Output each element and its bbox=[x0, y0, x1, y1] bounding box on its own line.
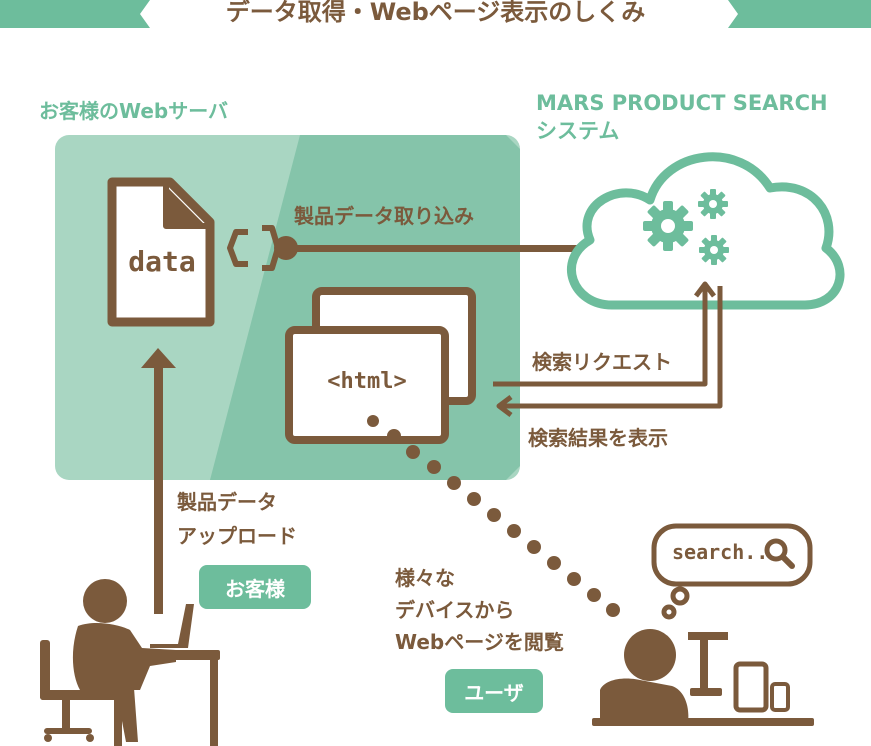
data-file-icon bbox=[107, 177, 215, 327]
upload-arrow bbox=[141, 348, 176, 614]
devices-label-line2: デバイスから bbox=[395, 598, 515, 622]
search-result-arrow bbox=[496, 286, 723, 417]
cloud-icon bbox=[567, 152, 845, 310]
data-file-label: data bbox=[128, 245, 196, 278]
devices-label-line1: 様々な bbox=[395, 566, 455, 590]
upload-label-line1: 製品データ bbox=[177, 490, 277, 514]
search-request-label: 検索リクエスト bbox=[532, 350, 672, 374]
html-page-icon bbox=[285, 287, 476, 444]
import-label: 製品データ取り込み bbox=[294, 204, 474, 228]
html-page-label: <html> bbox=[327, 369, 407, 394]
customer-server-label: お客様のWebサーバ bbox=[39, 99, 229, 123]
customer-role-badge: お客様 bbox=[199, 565, 311, 609]
import-connector bbox=[227, 225, 615, 271]
upload-label-line2: アップロード bbox=[177, 524, 297, 548]
user-person-icon bbox=[592, 629, 814, 726]
search-result-label: 検索結果を表示 bbox=[528, 426, 668, 450]
dotted-connection bbox=[367, 415, 620, 617]
gear-icon bbox=[643, 189, 729, 265]
magnifier-icon bbox=[764, 538, 795, 569]
mars-system-name: MARS PRODUCT SEARCH bbox=[536, 91, 828, 115]
devices-label-line3: Webページを閲覧 bbox=[395, 630, 564, 654]
page-title: データ取得・Webページ表示のしくみ bbox=[225, 0, 646, 26]
user-role-badge: ユーザ bbox=[445, 669, 543, 713]
search-request-arrow bbox=[493, 281, 716, 387]
mars-system-subtitle: システム bbox=[536, 119, 620, 143]
search-bubble-text: search.. bbox=[672, 540, 769, 564]
customer-person-icon bbox=[40, 579, 220, 746]
header-banner bbox=[0, 0, 871, 28]
